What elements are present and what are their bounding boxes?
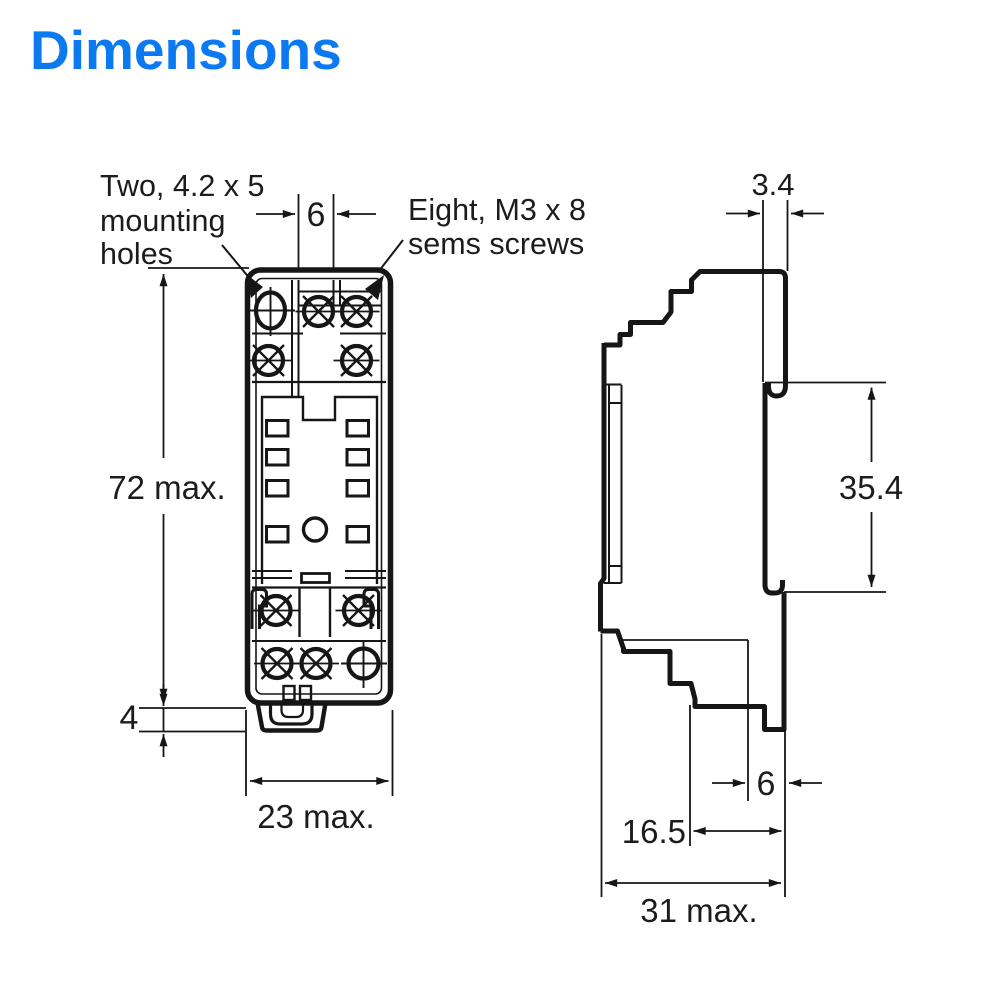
dim-lip: 3.4 [726,167,824,382]
sems-screw [293,648,339,679]
dim-depth-value: 31 max. [640,892,757,929]
dim-width-value: 23 max. [257,798,374,835]
leader-arrowhead [365,275,384,300]
dim-tab-value: 4 [120,699,139,737]
center-slot [300,572,331,584]
dim-rail-span: 35.4 [765,381,903,593]
dim-height-value: 72 max. [108,469,225,506]
dim-depth: 31 max. [600,634,781,929]
leader-arrowhead [246,274,263,298]
label-sems-screws-line2: sems screws [408,227,584,261]
dim-notch-value: 6 [757,765,776,803]
terminal-area [260,395,379,584]
bottom-tab [255,702,328,733]
dim-lip-value: 3.4 [751,167,794,202]
label-mounting-holes-line3: holes [100,237,173,271]
front-bottom-section-lines [250,570,386,702]
dim-tab: 4 [120,684,246,757]
side-profile-top [604,269,788,399]
front-view-dimensions: 6 72 max. 4 23 [108,194,394,835]
side-view [598,269,788,732]
label-sems-screws-line1: Eight, M3 x 8 [408,193,586,227]
socket-inner-outline [255,277,383,695]
dim-top-pitch: 6 [256,194,376,268]
dim-height: 72 max. [108,267,249,701]
dim-top-pitch-value: 6 [307,196,326,234]
label-mounting-holes: Two, 4.2 x 5 mounting holes [100,169,264,298]
label-mounting-holes-line1: Two, 4.2 x 5 [100,169,264,203]
label-mounting-holes-line2: mounting [100,204,225,238]
side-view-dimensions: 3.4 35.4 6 16.5 [600,167,903,929]
side-slider-panel [604,383,623,584]
center-hole [301,516,329,543]
socket-outer-shell [244,267,394,706]
dim-notch: 6 [712,640,822,897]
sems-screw [246,345,292,376]
label-sems-screws: Eight, M3 x 8 sems screws [365,193,586,300]
side-profile-bottom [600,592,787,732]
mounting-hole-top [249,287,295,336]
mounting-hole-bottom [341,640,387,688]
side-din-hook-bottom [762,573,785,596]
dim-rail-span-value: 35.4 [839,469,903,506]
front-view [244,267,394,733]
side-profile-left-edge [598,343,607,632]
sems-screw [336,595,382,626]
page-title: Dimensions [30,19,342,81]
dim-width: 23 max. [245,710,394,835]
dim-offset-value: 16.5 [622,813,686,850]
sems-screw [334,345,380,376]
front-top-section-lines [252,280,386,396]
callout-labels: Two, 4.2 x 5 mounting holes Eight, M3 x … [100,169,586,300]
dim-offset: 16.5 [622,705,782,850]
